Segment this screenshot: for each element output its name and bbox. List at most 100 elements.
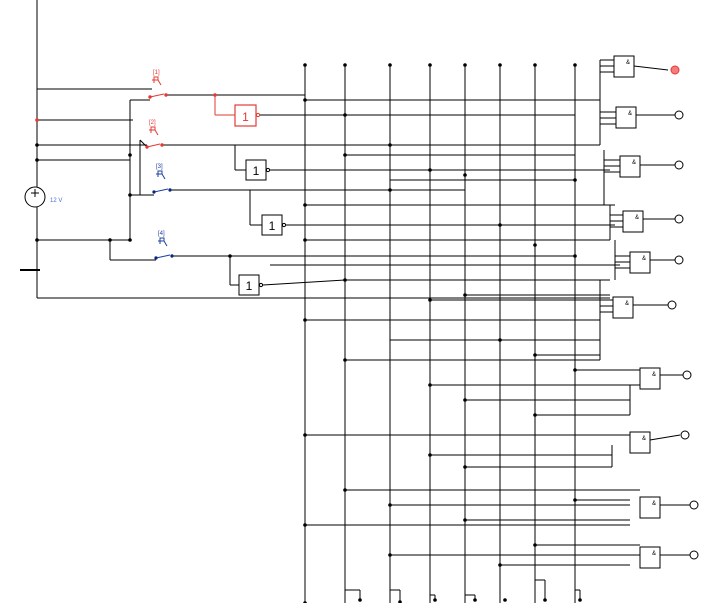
inverter-1-bubble — [255, 112, 261, 118]
and-gate-8-label: & — [642, 436, 646, 442]
junction-dot — [303, 203, 307, 207]
and-gate-3-label: & — [632, 160, 636, 166]
and-gate-4-lamp — [674, 214, 684, 224]
junction-dot — [128, 193, 132, 197]
and-gate-2-lamp — [674, 110, 684, 120]
junction-dot — [128, 153, 132, 157]
junction-dot — [463, 398, 467, 402]
wires — [28, 0, 640, 603]
and-gate-8[interactable]: & — [629, 430, 690, 454]
and-gate-6-label: & — [625, 301, 629, 307]
junction-dot — [398, 600, 402, 603]
junction-dot — [573, 178, 577, 182]
junction-dot — [533, 413, 537, 417]
and-gate-7[interactable]: & — [639, 367, 692, 390]
and-gate-1-body — [613, 55, 635, 78]
junction-dot — [428, 168, 432, 172]
junction-dot — [498, 563, 502, 567]
switch-3[interactable] — [152, 170, 172, 194]
and-gate-4[interactable]: & — [622, 210, 684, 233]
and-gate-10-lamp — [689, 550, 699, 560]
and-gate-7-body — [639, 367, 661, 390]
junction-dot — [463, 173, 467, 177]
inverter-4[interactable]: 1 — [238, 274, 264, 296]
junction-dot — [573, 498, 577, 502]
junction-dot — [35, 118, 39, 122]
switch-1[interactable] — [148, 76, 168, 99]
inverter-1-label: 1 — [242, 110, 249, 124]
inverter-3[interactable]: 1 — [261, 214, 287, 236]
switch-4-label: [4] — [158, 231, 165, 237]
junction-dot — [428, 453, 432, 457]
junction-dot — [388, 143, 392, 147]
junction-dot — [358, 598, 362, 602]
and-gate-6[interactable]: & — [612, 296, 677, 319]
and-gate-3[interactable]: & — [619, 155, 684, 178]
and-gate-8-lamp — [680, 430, 690, 440]
switch-1-label: [1] — [153, 70, 160, 76]
and-gate-1[interactable]: & — [613, 55, 680, 78]
and-gate-9[interactable]: & — [639, 496, 699, 519]
and-gate-10-body — [639, 546, 661, 569]
junction-dot — [533, 63, 537, 67]
inverter-1[interactable]: 1 — [234, 104, 261, 127]
junction-dot — [108, 238, 112, 242]
and-gate-9-lamp — [689, 500, 699, 510]
switch-4[interactable] — [154, 237, 174, 260]
and-gate-5[interactable]: & — [629, 251, 684, 274]
and-gate-7-label: & — [652, 372, 656, 378]
and-gate-2[interactable]: & — [615, 106, 684, 129]
and-gate-10[interactable]: & — [639, 546, 699, 569]
and-gate-9-label: & — [652, 501, 656, 507]
and-gate-9-body — [639, 496, 661, 519]
junction-dot — [428, 298, 432, 302]
inverter-2[interactable]: 1 — [245, 159, 271, 181]
and-gate-2-body — [615, 106, 637, 129]
voltage-source[interactable]: 12 V — [24, 186, 62, 208]
junction-dot — [578, 598, 582, 602]
junction-dot — [428, 383, 432, 387]
switch-2-label: [2] — [149, 120, 156, 126]
voltage-source-label: 12 V — [50, 198, 62, 204]
and-gate-6-body — [612, 296, 634, 319]
wire — [262, 279, 346, 286]
junction-dot — [303, 63, 307, 67]
and-gate-10-label: & — [652, 551, 656, 557]
and-gate-1-label: & — [626, 60, 630, 66]
junction-dot — [433, 598, 437, 602]
junction-dot — [303, 318, 307, 322]
junction-dot — [303, 433, 307, 437]
and-gate-3-body — [619, 155, 641, 178]
junction-dot — [428, 63, 432, 67]
junction-dot — [343, 63, 347, 67]
junction-dot — [343, 358, 347, 362]
junction-dot — [498, 338, 502, 342]
junction-dot — [533, 543, 537, 547]
junction-dot — [388, 553, 392, 557]
inverter-3-bubble — [281, 222, 287, 228]
junction-dot — [533, 353, 537, 357]
junction-dot — [303, 98, 307, 102]
junction-dot — [573, 368, 577, 372]
junction-dot — [228, 254, 232, 258]
junction-dot — [388, 63, 392, 67]
junction-dot — [343, 113, 347, 117]
switch-3-label: [3] — [156, 164, 163, 170]
inverter-2-label: 1 — [253, 164, 260, 178]
junction-dot — [463, 465, 467, 469]
and-gate-7-lamp — [682, 370, 692, 380]
junctions — [35, 63, 582, 603]
switch-2[interactable] — [145, 126, 164, 149]
junction-dot — [388, 188, 392, 192]
and-gate-4-body — [622, 210, 644, 233]
junction-dot — [543, 598, 547, 602]
and-gate-6-lamp — [667, 300, 677, 310]
inverter-4-bubble — [258, 282, 264, 288]
junction-dot — [498, 223, 502, 227]
junction-dot — [573, 254, 577, 258]
and-gate-8-body — [629, 431, 651, 454]
junction-dot — [473, 598, 477, 602]
junction-dot — [343, 278, 347, 282]
junction-dot — [498, 63, 502, 67]
and-gate-2-label: & — [628, 111, 632, 117]
